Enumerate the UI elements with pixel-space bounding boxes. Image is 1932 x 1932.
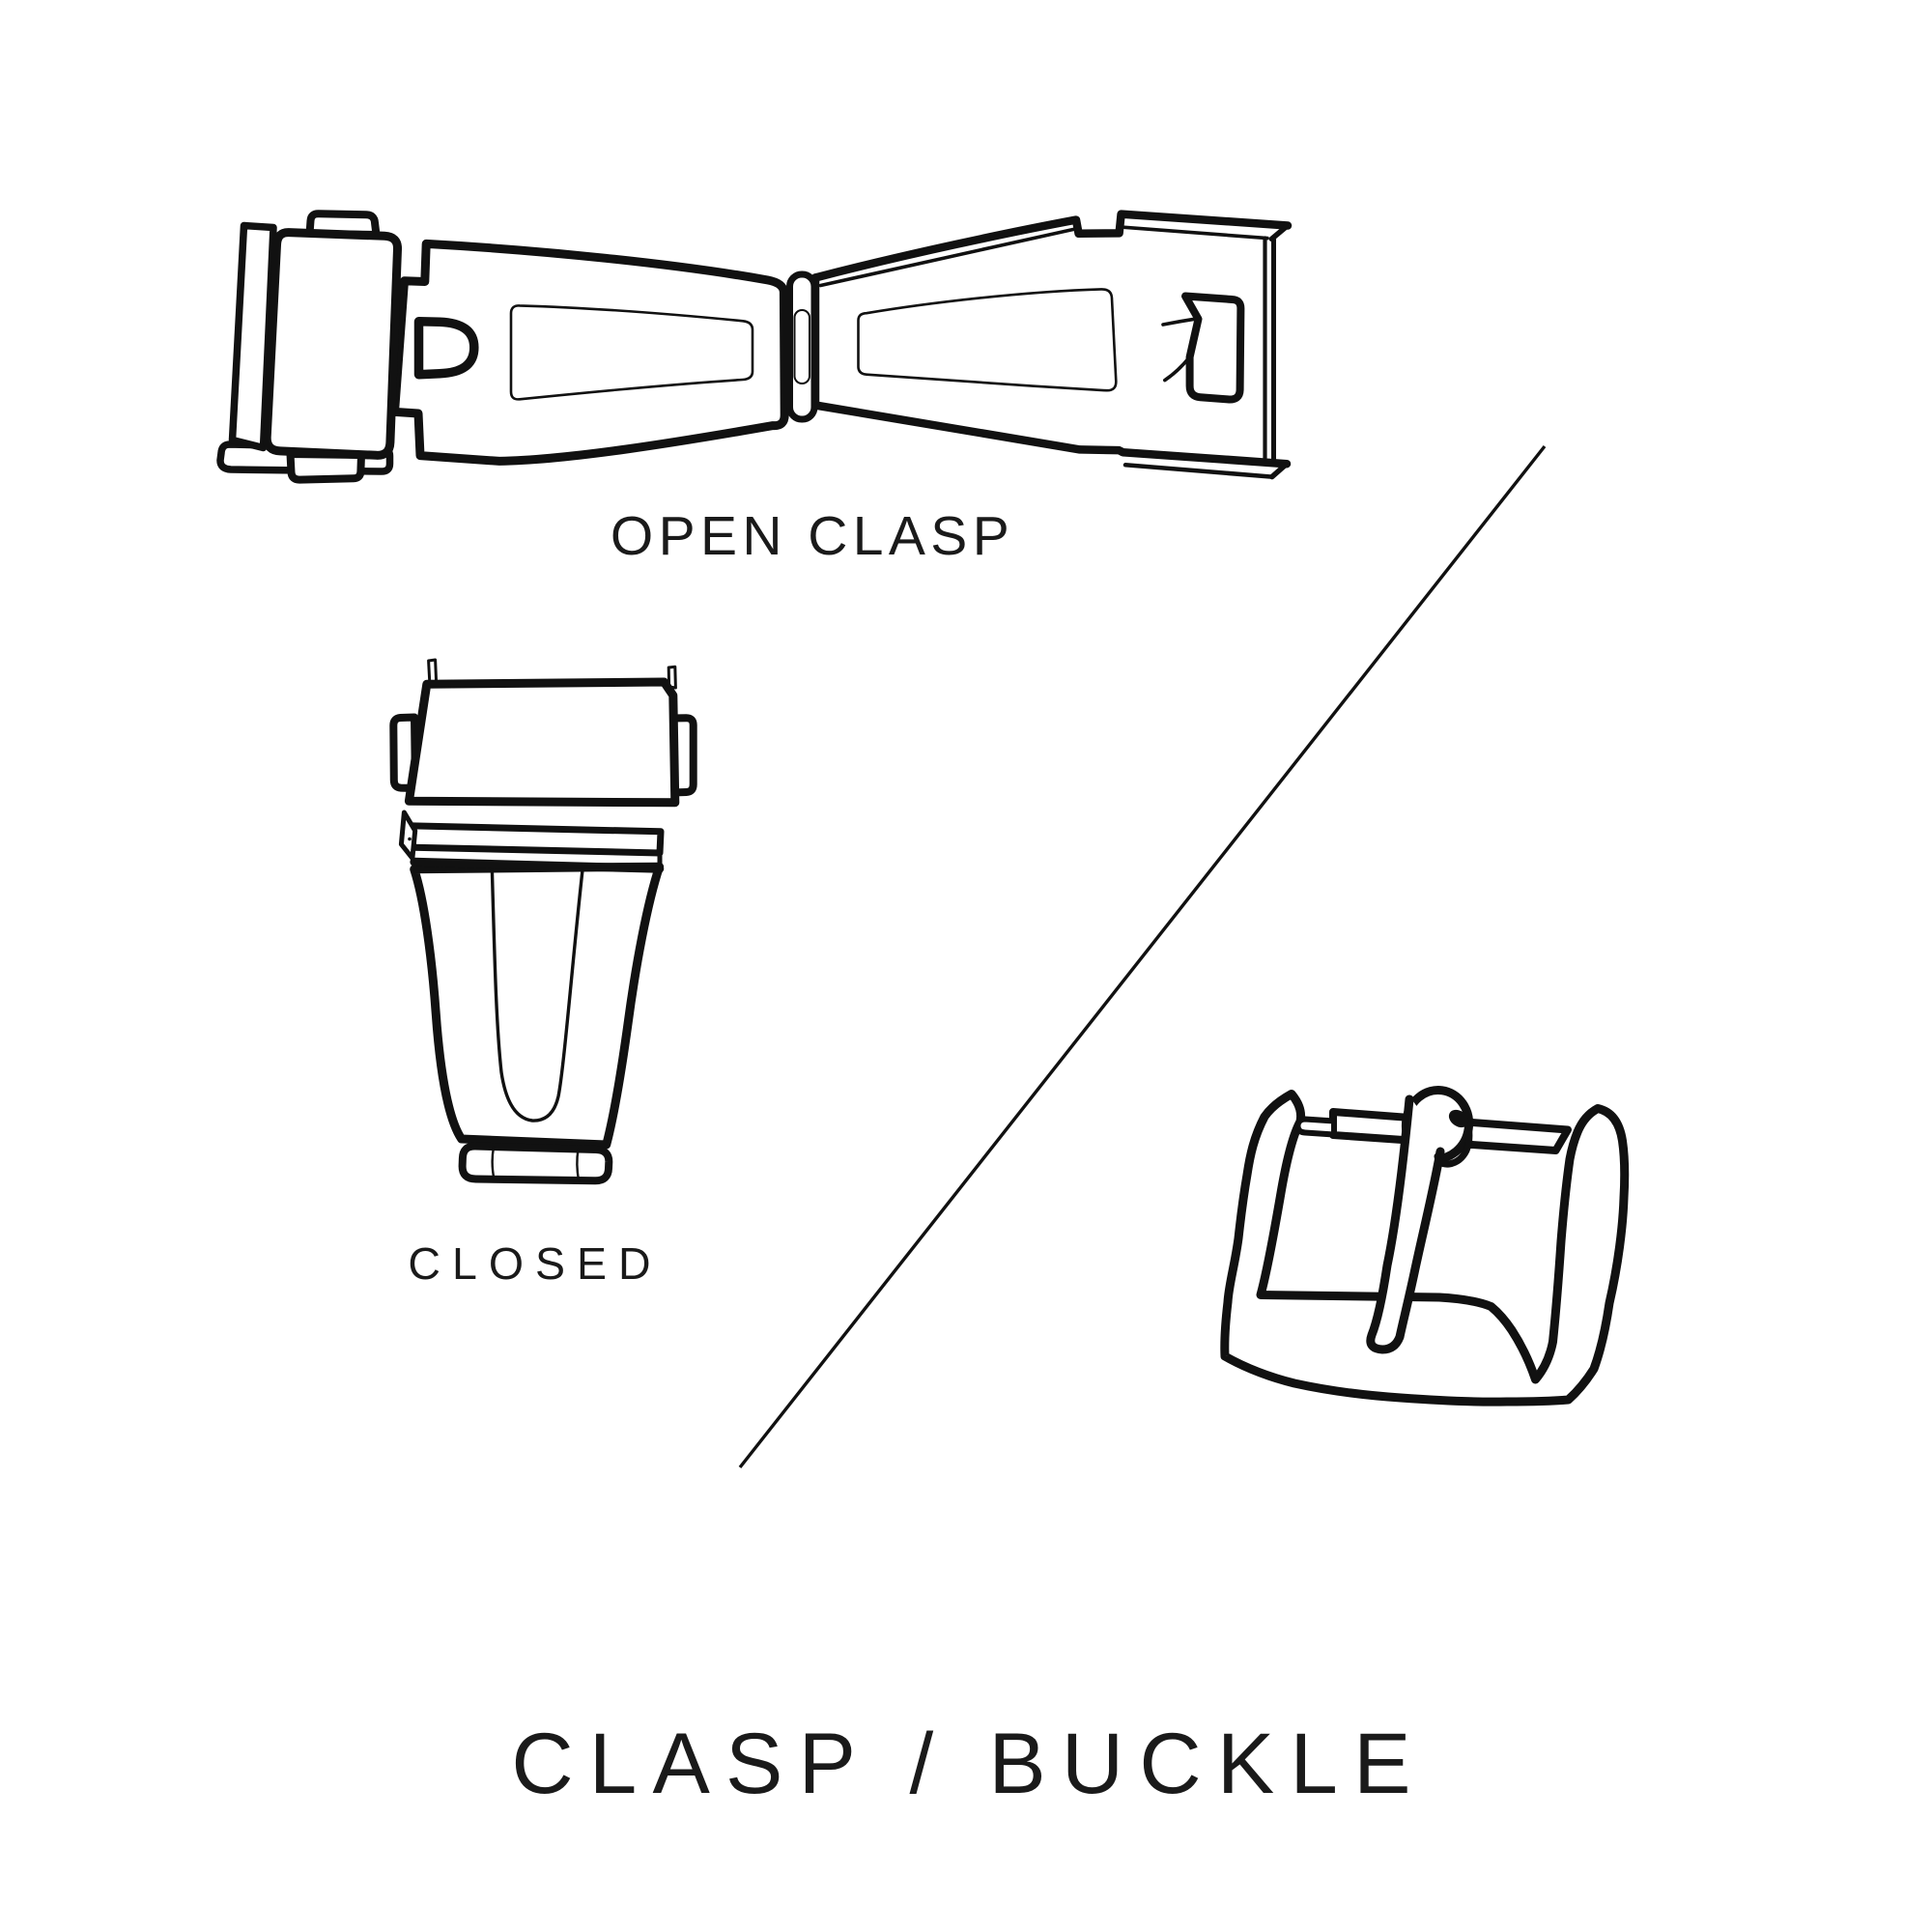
svg-text:CLASP / BUCKLE: CLASP / BUCKLE (511, 1715, 1426, 1811)
svg-text:CLOSED: CLOSED (408, 1238, 662, 1289)
svg-text:OPEN CLASP: OPEN CLASP (611, 505, 1014, 567)
